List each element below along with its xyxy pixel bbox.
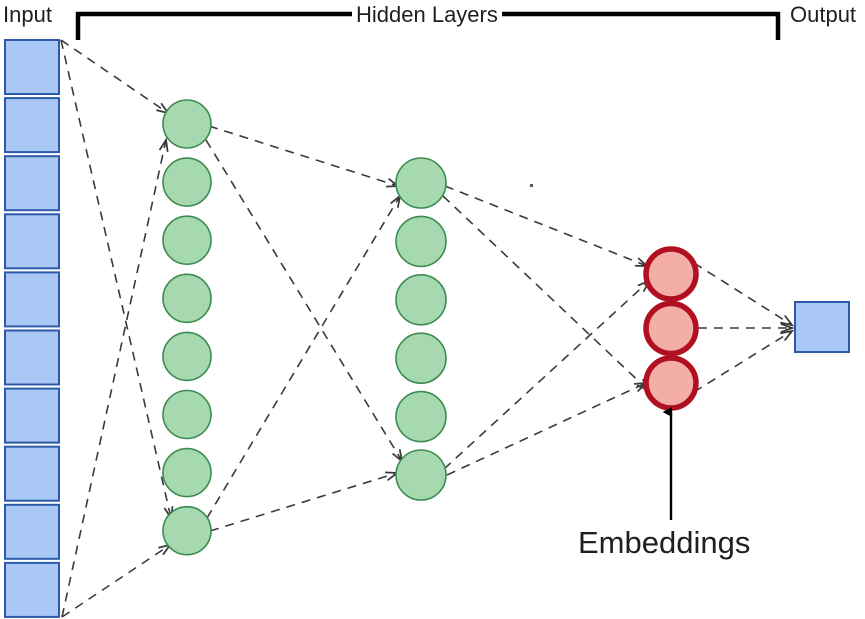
embedding-node-2	[643, 300, 699, 357]
edge-h2-top-to-emb-bottom	[442, 195, 648, 390]
hidden-layer-1-node-7	[162, 447, 212, 498]
input-node-4	[4, 213, 60, 270]
hidden-layer-1-node-8	[162, 505, 212, 556]
edge-h1-top-to-h2-bottom	[205, 139, 402, 461]
artifact-dot	[530, 184, 533, 187]
edge-emb-bottom-to-output	[693, 331, 792, 393]
edge-input-top-to-h1-bottom	[60, 39, 171, 518]
input-node-6	[4, 329, 60, 386]
hidden-layer-1-node-4	[162, 273, 212, 324]
hidden-layer-1-node-6	[162, 389, 212, 440]
output-node-1	[794, 301, 850, 353]
edge-input-bottom-to-h1-bottom	[61, 545, 170, 618]
hidden-layer-1-node-2	[162, 157, 212, 207]
hidden-layer-1-node-5	[162, 331, 212, 382]
edge-input-top-to-h1-top	[61, 140, 166, 618]
edge-h1-bottom-to-h2-top	[206, 196, 400, 519]
input-node-9	[4, 503, 60, 560]
embedding-node-1	[643, 246, 699, 302]
edge-input-bottom-to-h1-top	[60, 39, 168, 113]
hidden-layer-2-node-2	[395, 215, 447, 268]
input-node-7	[4, 387, 60, 444]
edge-h1-bottom-to-h2-bottom	[209, 473, 397, 532]
output-label: Output	[790, 2, 857, 27]
input-node-10	[4, 561, 60, 618]
edge-emb-top-to-output	[693, 262, 792, 325]
input-node-2	[4, 97, 60, 154]
hidden-layer-2-node-6	[395, 449, 447, 501]
hidden-layer-2-node-1	[395, 157, 447, 209]
input-node-1	[4, 39, 60, 95]
connection-edges	[60, 39, 792, 618]
edge-h1-top-to-h2-top	[208, 125, 398, 186]
hidden-layer-2-node-5	[395, 390, 447, 443]
stray-dot-artifact	[530, 184, 533, 187]
edge-h2-bottom-to-emb-bottom	[446, 383, 646, 476]
input-node-5	[4, 271, 60, 328]
input-node-8	[4, 445, 60, 502]
input-label: Input	[3, 2, 52, 27]
edge-h2-top-to-emb-top	[444, 185, 647, 266]
edge-h2-bottom-to-emb-top	[443, 281, 649, 470]
hidden-layers-label: Hidden Layers	[352, 2, 502, 28]
input-node-3	[4, 155, 60, 212]
layer-nodes	[4, 39, 850, 618]
hidden-layer-1-node-1	[162, 99, 212, 149]
hidden-layer-2-node-4	[395, 332, 447, 385]
embeddings-label: Embeddings	[578, 525, 751, 560]
embedding-node-3	[643, 355, 699, 411]
hidden-layer-2-node-3	[395, 273, 447, 326]
hidden-layer-1-node-3	[162, 215, 212, 265]
